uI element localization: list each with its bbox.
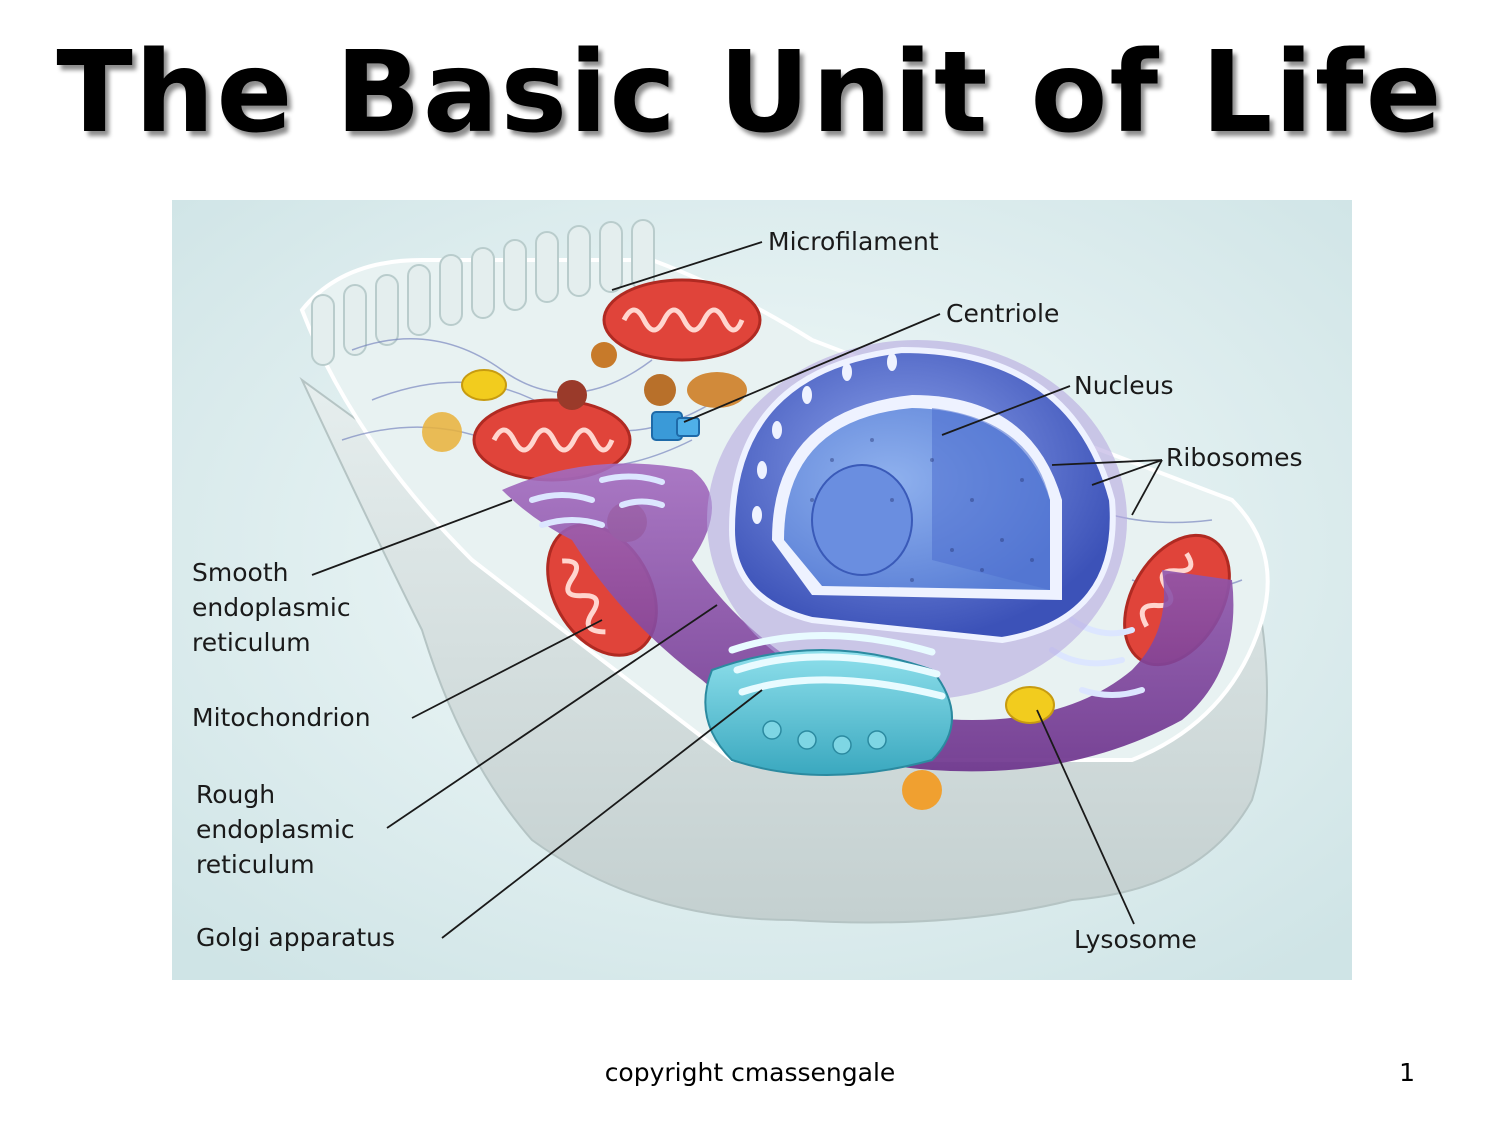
centriole xyxy=(651,411,700,441)
endoplasmic-reticulum xyxy=(502,463,1234,772)
leader-lines xyxy=(311,241,1163,939)
label-rough-er: Rough endoplasmic reticulum xyxy=(196,780,355,879)
slide-title: The Basic Unit of Life xyxy=(56,28,1444,158)
copyright-footer: copyright cmassengale xyxy=(604,1058,896,1087)
page-number: 1 xyxy=(1399,1058,1415,1087)
nucleus xyxy=(707,340,1127,700)
label-centriole: Centriole xyxy=(946,299,1060,328)
label-golgi-apparatus: Golgi apparatus xyxy=(196,923,396,952)
mitochondrion-left xyxy=(472,398,632,482)
golgi-apparatus xyxy=(704,632,953,776)
label-mitochondrion: Mitochondrion xyxy=(192,703,371,732)
chromatin-dots xyxy=(810,438,1034,582)
label-microfilament: Microfilament xyxy=(768,227,939,256)
cell-diagram: Microfilament Centriole Nucleus Ribosome… xyxy=(172,200,1352,980)
mitochondrion-top xyxy=(602,278,762,362)
animal-cell-illustration xyxy=(172,200,1352,980)
label-nucleus: Nucleus xyxy=(1074,371,1174,400)
nuclear-pores xyxy=(752,353,897,524)
cell-membrane xyxy=(299,376,1268,924)
lysosome xyxy=(1005,686,1055,724)
label-ribosomes: Ribosomes xyxy=(1166,443,1303,472)
label-lysosome: Lysosome xyxy=(1074,925,1197,954)
microvilli xyxy=(311,219,655,366)
label-smooth-er: Smooth endoplasmic reticulum xyxy=(192,558,351,657)
er-cisternae xyxy=(529,473,1145,698)
